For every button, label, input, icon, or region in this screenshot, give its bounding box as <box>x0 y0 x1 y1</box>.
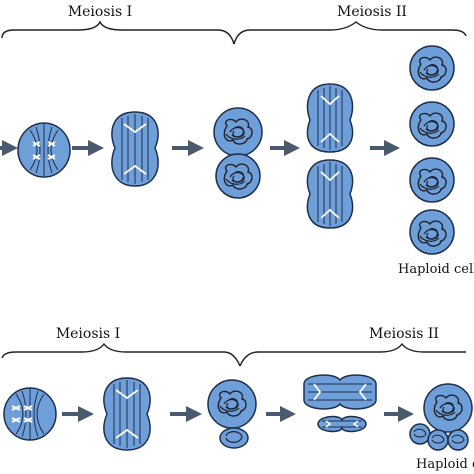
cell-anaphase-1 <box>111 111 159 187</box>
meiosis-2-label-top: Meiosis II <box>337 4 407 20</box>
meiosis-2-bracket-top <box>233 21 467 45</box>
haploid-label-bottom: Haploid cells <box>416 457 474 472</box>
bottom-row: Meiosis I Meiosis II <box>1 326 474 472</box>
cell-telophase-1-oocyte <box>207 379 257 449</box>
cell-telophase-1 <box>213 107 263 199</box>
meiosis-1-bracket-bottom <box>1 342 241 367</box>
cell-metaphase-1-oocyte <box>3 387 57 441</box>
meiosis-1-bracket-top <box>1 20 235 45</box>
cell-anaphase-2 <box>306 83 354 229</box>
cell-anaphase-2-oocyte <box>303 374 377 433</box>
meiosis-2-bracket-bottom <box>239 342 466 367</box>
meiosis-2-label-bottom: Meiosis II <box>369 326 439 342</box>
cell-metaphase-1 <box>17 122 71 178</box>
meiosis-1-label-bottom: Meiosis I <box>56 326 120 342</box>
meiosis-1-label-top: Meiosis I <box>68 4 132 20</box>
cell-anaphase-1-oocyte <box>103 377 151 451</box>
top-row: Meiosis I Meiosis II <box>0 4 474 277</box>
haploid-cells-top <box>409 45 455 255</box>
haploid-label-top: Haploid cells <box>398 262 474 277</box>
haploid-cells-bottom <box>409 383 473 451</box>
